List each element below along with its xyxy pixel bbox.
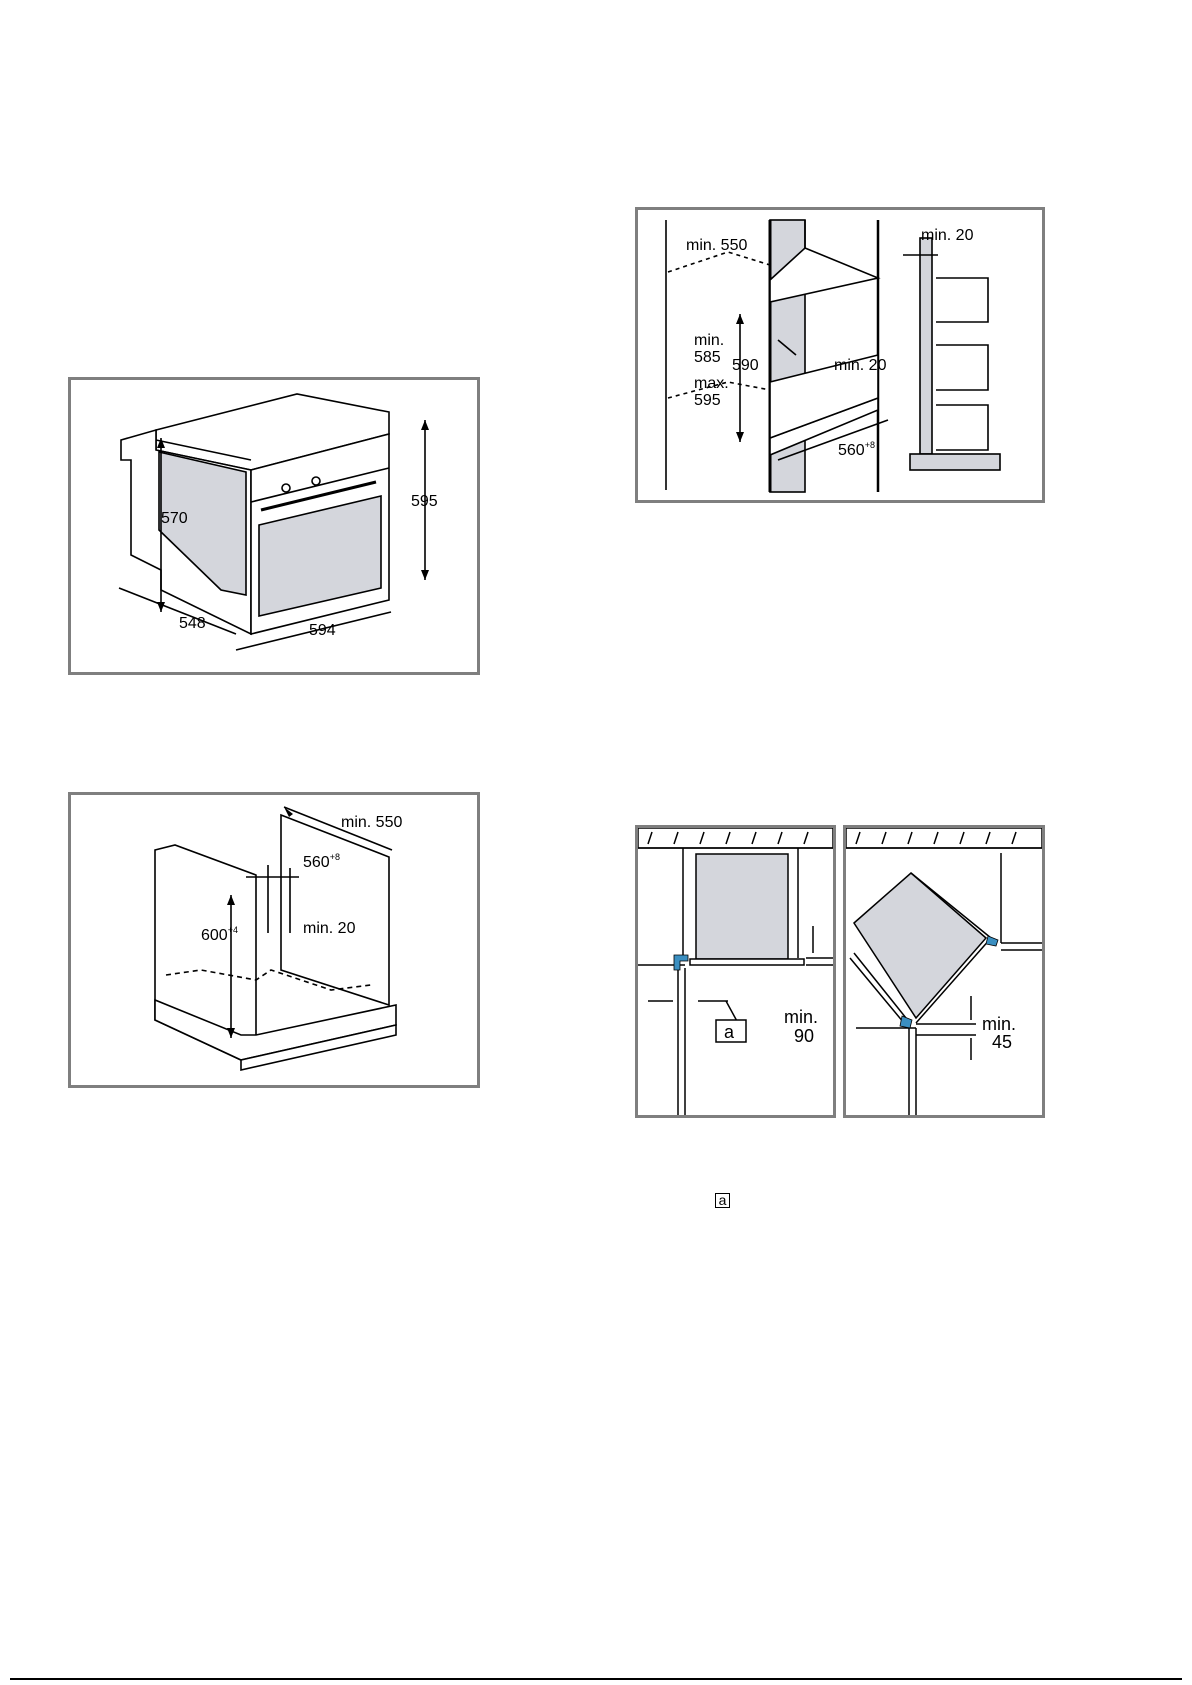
corner-installation-panel-right: min. 45 (843, 825, 1045, 1118)
footer-rule (10, 1678, 1182, 1680)
tall-side-gap-label: min. 20 (921, 227, 974, 244)
legend-callout: a (715, 1193, 730, 1208)
corner-front-min-label: min. (784, 1007, 818, 1027)
corner-front-min-value: 90 (794, 1026, 814, 1046)
corner-right-drawing: min. 45 (846, 828, 1042, 1115)
tall-max-value: 595 (694, 392, 721, 409)
tall-unit-drawing: min. 550 min. 585 590 max. 595 min. 20 5… (638, 210, 1042, 500)
corner-angle-min-label: min. (982, 1014, 1016, 1034)
oven-dimensions-panel: 595 570 548 594 (68, 377, 480, 675)
tall-gap-label: min. 20 (834, 357, 887, 374)
oven-height-label: 595 (411, 493, 438, 510)
oven-depth-label: 548 (179, 615, 206, 632)
undercounter-gap-label: min. 20 (303, 920, 356, 937)
tall-width-label: 560+8 (838, 440, 875, 459)
tall-min-label: min. (694, 332, 724, 349)
tall-max-label: max. (694, 375, 729, 392)
undercounter-installation-panel: min. 550 560+8 600+4 min. 20 (68, 792, 480, 1088)
undercounter-drawing: min. 550 560+8 600+4 min. 20 (71, 795, 477, 1085)
oven-dimensions-drawing: 595 570 548 594 (71, 380, 477, 672)
corner-left-drawing: a min. 90 (638, 828, 833, 1115)
tall-depth-label: min. 550 (686, 237, 747, 254)
oven-width-label: 594 (309, 622, 336, 639)
undercounter-depth-label: min. 550 (341, 814, 402, 831)
oven-depth-door-label: 570 (161, 510, 188, 527)
tall-unit-installation-panel: min. 550 min. 585 590 max. 595 min. 20 5… (635, 207, 1045, 503)
tall-height-label: 590 (732, 357, 759, 374)
tall-min-value: 585 (694, 349, 721, 366)
corner-installation-panel-left: a min. 90 (635, 825, 836, 1118)
corner-callout-label: a (724, 1022, 735, 1042)
corner-angle-min-value: 45 (992, 1032, 1012, 1052)
